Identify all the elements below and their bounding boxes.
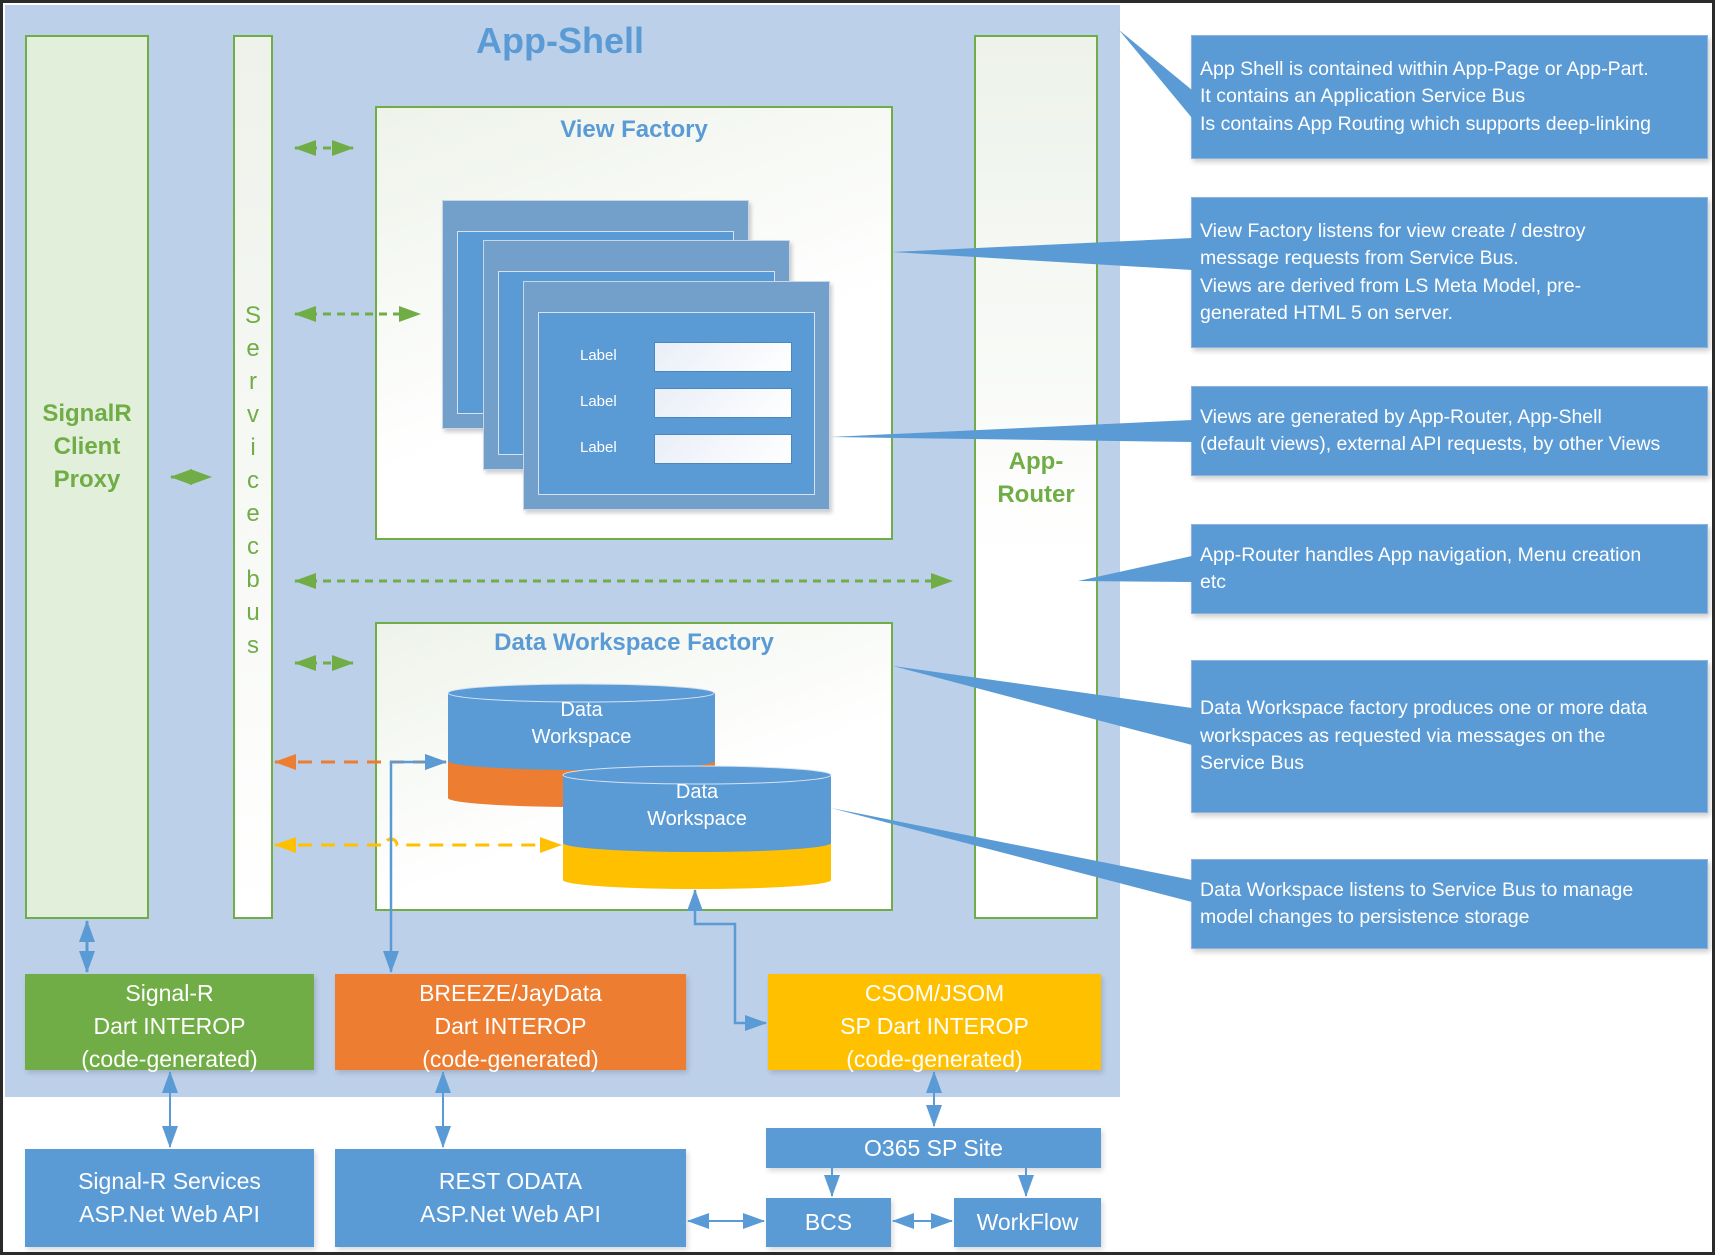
servicebus-letter: b — [246, 566, 260, 593]
breeze-interop-box[interactable]: BREEZE/JayData Dart INTEROP (code-genera… — [335, 974, 686, 1072]
app-router-label: App- Router — [997, 448, 1075, 508]
servicebus-letter: v — [247, 401, 259, 428]
csom-interop-box[interactable]: CSOM/JSOM SP Dart INTEROP (code-generate… — [768, 974, 1101, 1072]
servicebus-letter: r — [249, 368, 257, 395]
form-input[interactable] — [654, 342, 792, 372]
callout-view-factory: View Factory listens for view create / d… — [1191, 197, 1708, 348]
callout-app-router: App-Router handles App navigation, Menu … — [1191, 524, 1708, 614]
callout-pointer — [1119, 30, 1192, 118]
callout-pointer — [893, 666, 1192, 745]
form-input[interactable] — [654, 388, 792, 418]
csom-connector — [687, 889, 767, 1031]
form-label: Label — [580, 347, 617, 364]
signalr-client-proxy-label: SignalR Client Proxy — [42, 400, 132, 493]
signalr-client-proxy[interactable]: SignalR Client Proxy — [25, 35, 149, 919]
servicebus-letter: u — [246, 599, 260, 626]
callout-pointer — [1078, 556, 1192, 582]
data-workspace-factory-title: Data Workspace Factory — [494, 629, 774, 656]
callout-views-generated: Views are generated by App-Router, App-S… — [1191, 386, 1708, 476]
bcs-box[interactable]: BCS — [766, 1198, 891, 1247]
servicebus-letter: c — [247, 467, 259, 494]
servicebus-letter: e — [246, 500, 260, 527]
view-factory-title: View Factory — [560, 116, 708, 143]
signalr-interop-box[interactable]: Signal-R Dart INTEROP (code-generated) — [25, 974, 314, 1072]
o365-sp-site-box[interactable]: O365 SP Site — [766, 1128, 1101, 1168]
callout-text: Data Workspace listens to Service Bus to… — [1200, 878, 1634, 929]
callout-text: App Shell is contained within App-Page o… — [1200, 57, 1651, 135]
app-router[interactable]: App- Router — [974, 35, 1098, 919]
bus-to-workspace-yellow-arrow — [274, 837, 562, 853]
rest-odata-box[interactable]: REST ODATA ASP.Net Web API — [335, 1149, 686, 1247]
callout-data-workspace: Data Workspace listens to Service Bus to… — [1191, 859, 1708, 949]
breeze-connector — [383, 754, 447, 973]
callout-text: Data Workspace factory produces one or m… — [1200, 697, 1648, 775]
servicebus-letter: c — [247, 533, 259, 560]
callout-pointer — [892, 238, 1192, 270]
signalr-services-box[interactable]: Signal-R Services ASP.Net Web API — [25, 1149, 314, 1247]
callout-dw-factory: Data Workspace factory produces one or m… — [1191, 660, 1708, 813]
data-workspace-label: Data Workspace — [647, 781, 747, 830]
data-workspace-cylinder[interactable] — [562, 765, 832, 889]
servicebus-letter: S — [244, 302, 261, 329]
servicebus-letter: e — [246, 335, 260, 362]
servicebus-letter: i — [250, 434, 256, 461]
workflow-box[interactable]: WorkFlow — [954, 1198, 1101, 1247]
callout-text: View Factory listens for view create / d… — [1200, 219, 1586, 325]
form-label: Label — [580, 393, 617, 410]
callout-text: Views are generated by App-Router, App-S… — [1200, 405, 1661, 456]
data-workspace-label: Data Workspace — [531, 699, 632, 748]
servicebus-letter: s — [247, 632, 259, 659]
app-shell-title: App-Shell — [476, 20, 644, 61]
callout-text: App-Router handles App navigation, Menu … — [1200, 543, 1642, 594]
form-input[interactable] — [654, 434, 792, 464]
form-label: Label — [580, 439, 617, 456]
callout-app-shell: App Shell is contained within App-Page o… — [1191, 35, 1708, 159]
callout-pointer — [830, 420, 1192, 442]
callout-pointer — [831, 808, 1192, 902]
